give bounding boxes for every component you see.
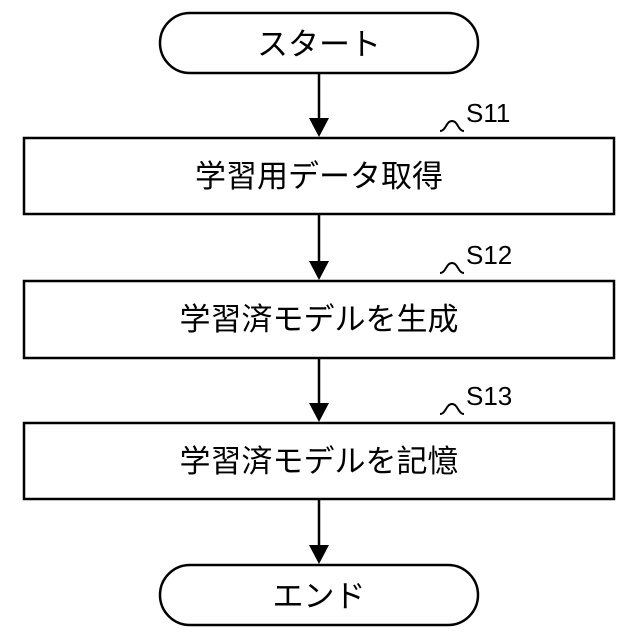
process-label: 学習済モデルを記憶 bbox=[180, 444, 459, 480]
step-id-s13: S13 bbox=[440, 381, 512, 414]
arrow-s13-to-end bbox=[309, 499, 329, 564]
end-label: エンド bbox=[273, 579, 366, 615]
step-id-s11: S11 bbox=[440, 98, 510, 131]
step-id-label: S12 bbox=[466, 240, 512, 270]
arrow-s12-to-s13 bbox=[309, 358, 329, 422]
arrow-start-to-s11 bbox=[309, 73, 329, 137]
start-label: スタート bbox=[257, 27, 381, 63]
step-id-s12: S12 bbox=[440, 240, 512, 273]
process-box-s13: 学習済モデルを記憶 bbox=[24, 423, 614, 499]
process-label: 学習用データ取得 bbox=[195, 159, 443, 195]
step-id-label: S13 bbox=[466, 381, 512, 411]
end-terminal: エンド bbox=[160, 565, 478, 625]
process-label: 学習済モデルを生成 bbox=[180, 302, 459, 338]
start-terminal: スタート bbox=[160, 13, 478, 73]
step-id-label: S11 bbox=[466, 98, 510, 128]
process-box-s12: 学習済モデルを生成 bbox=[24, 281, 614, 358]
arrow-s11-to-s12 bbox=[309, 214, 329, 280]
process-box-s11: 学習用データ取得 bbox=[24, 138, 614, 214]
